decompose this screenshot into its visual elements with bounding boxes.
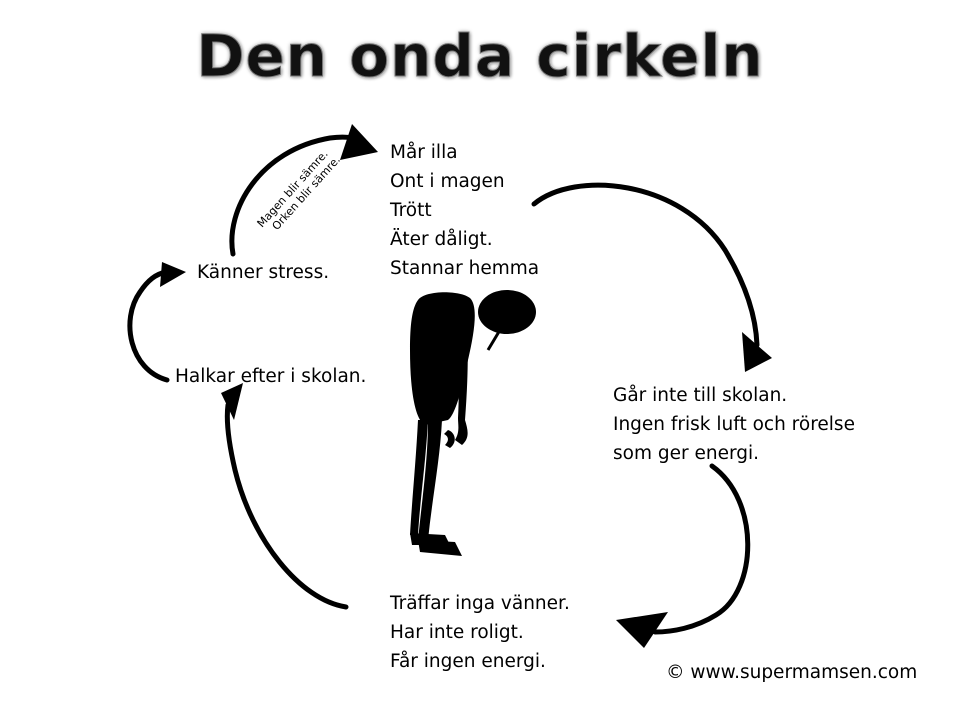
arrow-friends-to-behind	[221, 383, 349, 610]
step-stress: Känner stress.	[197, 258, 329, 287]
diagram-title: Den onda cirkeln	[196, 22, 764, 91]
step-line: Trött	[390, 200, 432, 221]
arrow-symptoms-to-school	[531, 182, 772, 372]
arrowhead-icon	[340, 124, 378, 160]
step-line: som ger energi.	[613, 443, 760, 464]
step-symptoms: Mår illa Ont i magen Trött Äter dåligt. …	[390, 138, 539, 283]
step-line: Får ingen energi.	[390, 651, 546, 672]
arrowhead-icon	[160, 262, 186, 287]
step-line: Mår illa	[390, 142, 458, 163]
step-line: Äter dåligt.	[390, 229, 493, 250]
tired-figure-icon	[410, 290, 536, 556]
arrowhead-icon	[616, 612, 668, 648]
step-no-school: Går inte till skolan. Ingen frisk luft o…	[613, 381, 855, 468]
step-line: Känner stress.	[197, 262, 330, 283]
step-line: Går inte till skolan.	[613, 385, 788, 406]
step-line: Har inte roligt.	[390, 622, 524, 643]
copyright-footer: © www.supermamsen.com	[666, 662, 918, 683]
arrow-label-group: Magen blir sämre. Orken blir sämre.	[255, 148, 343, 233]
step-line: Ingen frisk luft och rörelse	[613, 414, 855, 435]
arrow-behind-to-stress	[127, 262, 186, 383]
step-line: Halkar efter i skolan.	[175, 366, 367, 387]
step-line: Stannar hemma	[390, 258, 540, 279]
arrowhead-icon	[742, 332, 772, 372]
arrow-stress-to-symptoms	[229, 124, 378, 257]
arrowhead-icon	[221, 383, 243, 420]
arrow-school-to-friends	[616, 463, 751, 648]
step-line: Ont i magen	[390, 171, 505, 192]
step-no-friends: Träffar inga vänner. Har inte roligt. Få…	[390, 589, 570, 676]
step-falls-behind: Halkar efter i skolan.	[175, 362, 366, 391]
step-line: Träffar inga vänner.	[390, 593, 570, 614]
